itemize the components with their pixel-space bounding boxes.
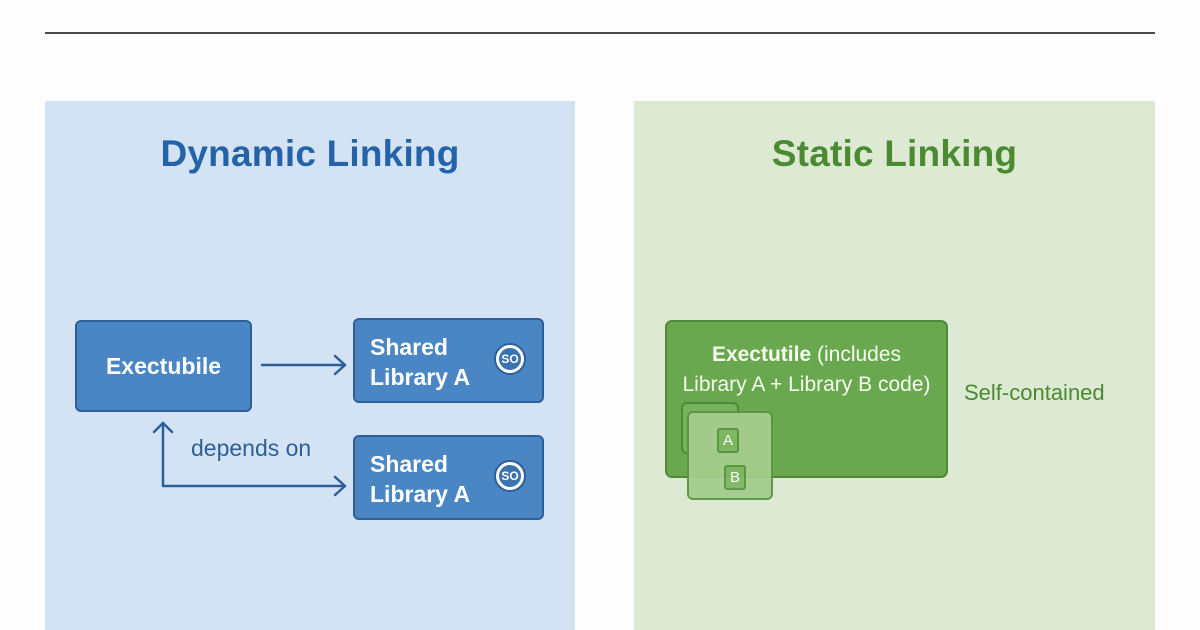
shared-object-icon: SO xyxy=(496,345,524,373)
dependency-arrows xyxy=(152,354,347,497)
library-a-chip: A xyxy=(717,428,739,453)
arrow-to-library-2 xyxy=(161,421,347,488)
shared-library-label: Shared Library A xyxy=(370,334,471,390)
shared-library-box: Shared Library A SO xyxy=(353,435,544,520)
executable-box: Exectubile xyxy=(75,320,252,412)
shared-library-label: Shared Library A xyxy=(370,451,471,507)
library-b-chip: B xyxy=(724,465,746,490)
static-linking-panel: Static Linking Exectutile (includes Libr… xyxy=(634,101,1155,630)
static-executable-label: Exectutile (includes Library A + Library… xyxy=(682,343,931,396)
dynamic-linking-title: Dynamic Linking xyxy=(160,133,460,174)
embedded-libraries-icon: A B xyxy=(687,411,773,500)
top-divider xyxy=(45,32,1155,34)
self-contained-label: Self-contained xyxy=(964,380,1105,405)
dynamic-linking-panel: Dynamic Linking Exectubile Shared Librar… xyxy=(45,101,575,630)
executable-label: Exectubile xyxy=(105,352,222,379)
shared-object-icon: SO xyxy=(496,462,524,490)
shared-library-box: Shared Library A SO xyxy=(353,318,544,403)
depends-on-label: depends on xyxy=(191,435,312,461)
static-linking-title: Static Linking xyxy=(771,133,1018,174)
